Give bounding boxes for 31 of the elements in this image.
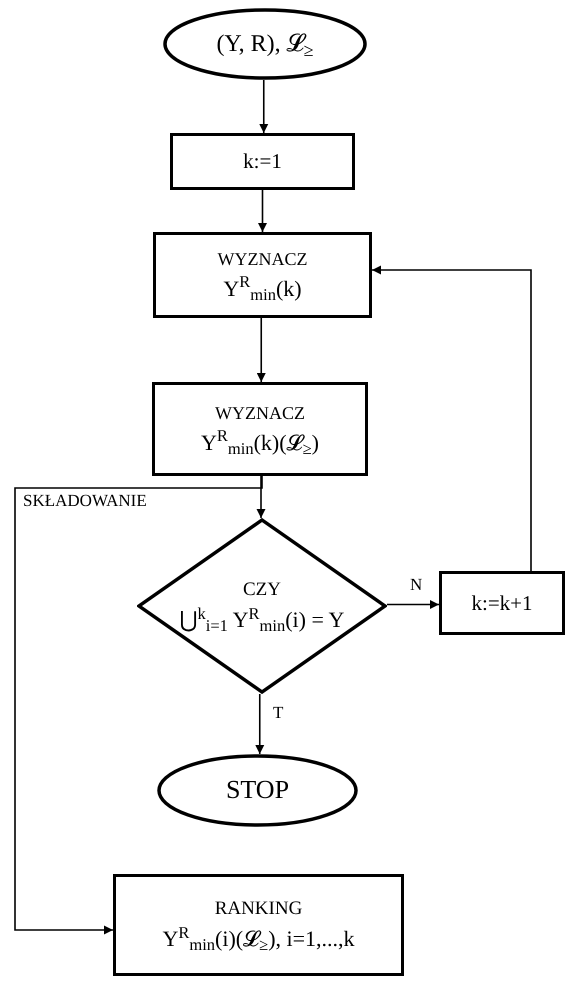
node-heading: RANKING [214,897,302,922]
node-text: Y$^{R}$$_{min}$(k) [223,274,302,302]
process-box [152,382,368,476]
edge-label: T [272,704,284,721]
node-text: Y$^{R}$$_{min}$(i)(𝓛$_{≥}$), i=1,...,k [162,925,355,953]
terminal-ellipse [163,8,367,80]
terminal-ellipse [157,754,358,827]
process-box [153,232,372,318]
node-text: k:=k+1 [471,590,533,616]
node-heading: WYZNACZ [218,248,308,270]
node-text: ⋃$^{k}$$_{i=1}$ Y$^{R}$$_{min}$(i) = Y [180,606,344,634]
arrow [372,266,532,571]
decision-diamond [137,518,387,694]
node-text: (Y, R), 𝓛$_{≥}$ [216,30,314,59]
node-heading: CZY [243,578,281,602]
arrow [255,694,264,754]
node-text: Y$^{R}$$_{min}$(k)(𝓛$_{≥}$) [201,428,319,456]
process-box [113,874,404,976]
process-box [170,133,355,190]
node-text: k:=1 [243,148,282,175]
edge-label: SKŁADOWANIE [22,492,148,509]
arrow [256,318,266,382]
process-box [439,571,565,635]
edge-label: N [409,576,424,593]
arrow [259,80,268,133]
node-text: STOP [226,774,290,806]
arrow [387,600,439,609]
arrow [256,476,266,518]
arrow [258,190,267,232]
arrow [14,476,263,934]
node-heading: WYZNACZ [215,402,305,424]
